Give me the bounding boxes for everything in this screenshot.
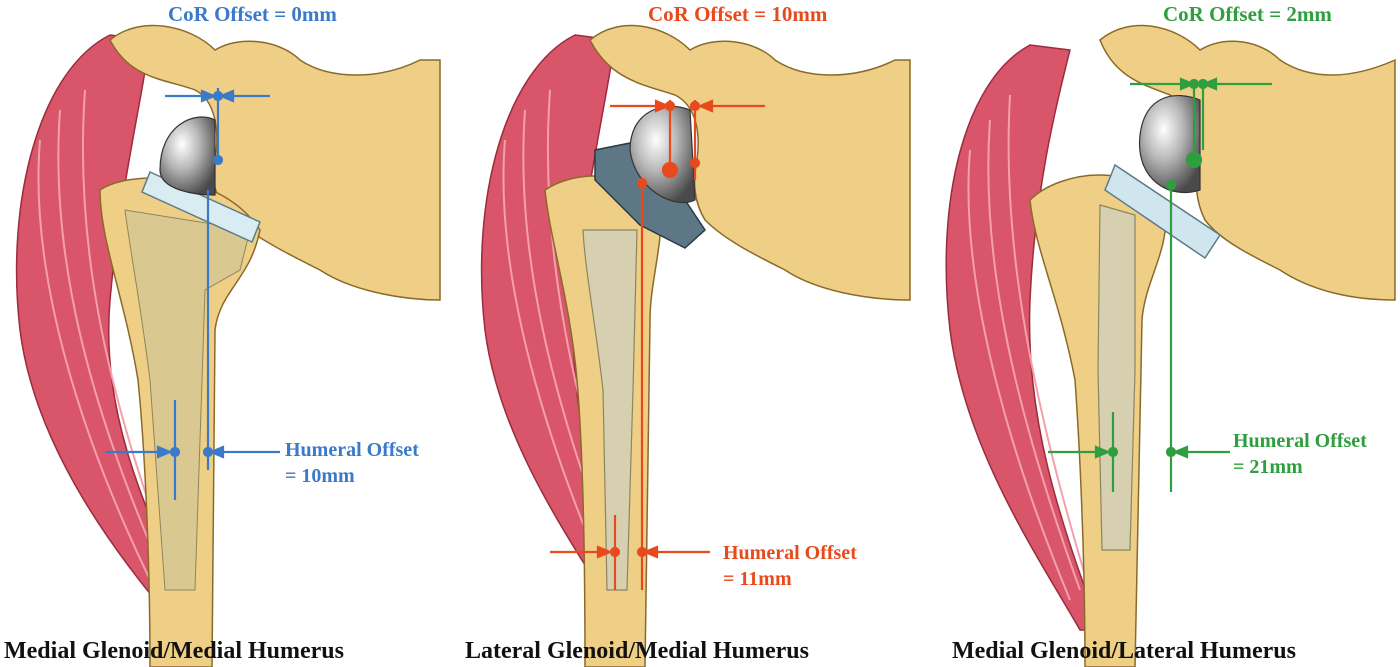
panel-caption: Lateral Glenoid/Medial Humerus	[465, 638, 809, 664]
panel-caption: Medial Glenoid/Medial Humerus	[4, 638, 344, 664]
scapula-bone	[109, 24, 441, 301]
panel-lateral-medial: CoR Offset = 10mm Humeral Offset = 11mm …	[465, 0, 935, 667]
implant-stem	[1097, 204, 1136, 551]
humeral-offset-label: Humeral Offset = 10mm	[285, 437, 419, 489]
panel-medial-medial: CoR Offset = 0mm Humeral Offset = 10mm M…	[0, 0, 470, 667]
humeral-offset-title: Humeral Offset	[1233, 430, 1367, 452]
shoulder-illustration	[15, 24, 441, 667]
glenosphere	[159, 116, 216, 196]
humerus-bone	[1029, 174, 1167, 667]
humeral-offset-value: = 11mm	[723, 568, 792, 590]
humeral-offset-value: = 10mm	[285, 465, 355, 487]
humeral-offset-title: Humeral Offset	[285, 439, 419, 461]
shoulder-illustration	[480, 24, 911, 667]
panel-caption: Medial Glenoid/Lateral Humerus	[952, 638, 1296, 664]
humeral-offset-title: Humeral Offset	[723, 542, 857, 564]
humeral-offset-label: Humeral Offset = 11mm	[723, 540, 857, 592]
panel-medial-lateral: CoR Offset = 2mm Humeral Offset = 21mm M…	[930, 0, 1400, 667]
humeral-offset-label: Humeral Offset = 21mm	[1233, 428, 1367, 480]
humeral-offset-value: = 21mm	[1233, 456, 1303, 478]
glenosphere	[1138, 94, 1201, 194]
cor-offset-label: CoR Offset = 0mm	[168, 2, 337, 26]
implant-stem	[582, 229, 638, 591]
shoulder-illustration	[945, 24, 1396, 667]
implant-stem	[124, 209, 251, 591]
poly-liner	[141, 170, 261, 244]
poly-liner	[1104, 163, 1222, 260]
cor-offset-label: CoR Offset = 10mm	[648, 2, 828, 26]
scapula-bone	[589, 24, 911, 301]
cor-offset-label: CoR Offset = 2mm	[1163, 2, 1332, 26]
